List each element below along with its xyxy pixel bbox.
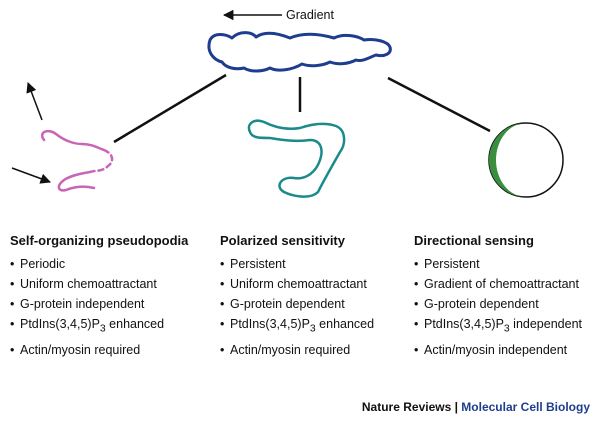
property-text: PtdIns(3,4,5)P: [424, 317, 504, 331]
polarized-cell-shape: [247, 119, 346, 198]
property-item: Actin/myosin independent: [414, 340, 600, 360]
column-polarized: Polarized sensitivity Persistent Uniform…: [220, 233, 410, 360]
journal-name: Molecular Cell Biology: [461, 400, 590, 414]
property-text: enhanced: [105, 317, 165, 331]
property-item: Uniform chemoattractant: [10, 274, 200, 294]
gradient-label: Gradient: [286, 8, 334, 22]
property-item: Persistent: [414, 254, 600, 274]
column-self-organizing: Self-organizing pseudopodia Periodic Uni…: [10, 233, 200, 360]
property-item: PtdIns(3,4,5)P3 independent: [414, 314, 600, 340]
property-item: G-protein independent: [10, 294, 200, 314]
pseudopodia-cell: [40, 129, 114, 192]
subscript: 3: [99, 323, 106, 335]
pseudopodia-arrow-up: [26, 82, 43, 121]
property-item: PtdIns(3,4,5)P3 enhanced: [220, 314, 410, 340]
property-item: Uniform chemoattractant: [220, 274, 410, 294]
top-cell-shape: [207, 31, 392, 73]
subscript: 3: [309, 323, 316, 335]
property-list: Periodic Uniform chemoattractant G-prote…: [10, 254, 200, 360]
property-list: Persistent Uniform chemoattractant G-pro…: [220, 254, 410, 360]
property-text: enhanced: [315, 317, 375, 331]
property-text: independent: [509, 317, 582, 331]
property-text: PtdIns(3,4,5)P: [230, 317, 310, 331]
property-item: G-protein dependent: [220, 294, 410, 314]
publisher-name: Nature Reviews: [361, 400, 452, 414]
property-item: Persistent: [220, 254, 410, 274]
connector-left: [113, 73, 227, 144]
pseudopodia-arrow-in: [11, 167, 51, 184]
property-item: Periodic: [10, 254, 200, 274]
directional-cell: [488, 122, 564, 198]
property-item: Actin/myosin required: [220, 340, 410, 360]
subscript: 3: [503, 323, 510, 335]
column-title: Polarized sensitivity: [220, 233, 345, 248]
property-list: Persistent Gradient of chemoattractant G…: [414, 254, 600, 360]
credit-separator: |: [451, 400, 462, 414]
property-item: Gradient of chemoattractant: [414, 274, 600, 294]
column-title: Self-organizing pseudopodia: [10, 233, 189, 248]
column-directional: Directional sensing Persistent Gradient …: [414, 233, 600, 360]
property-item: PtdIns(3,4,5)P3 enhanced: [10, 314, 200, 340]
journal-credit: Nature Reviews | Molecular Cell Biology: [362, 400, 590, 414]
property-text: PtdIns(3,4,5)P: [20, 317, 100, 331]
property-item: Actin/myosin required: [10, 340, 200, 360]
property-item: G-protein dependent: [414, 294, 600, 314]
connector-right: [387, 76, 491, 133]
column-title: Directional sensing: [414, 233, 534, 248]
